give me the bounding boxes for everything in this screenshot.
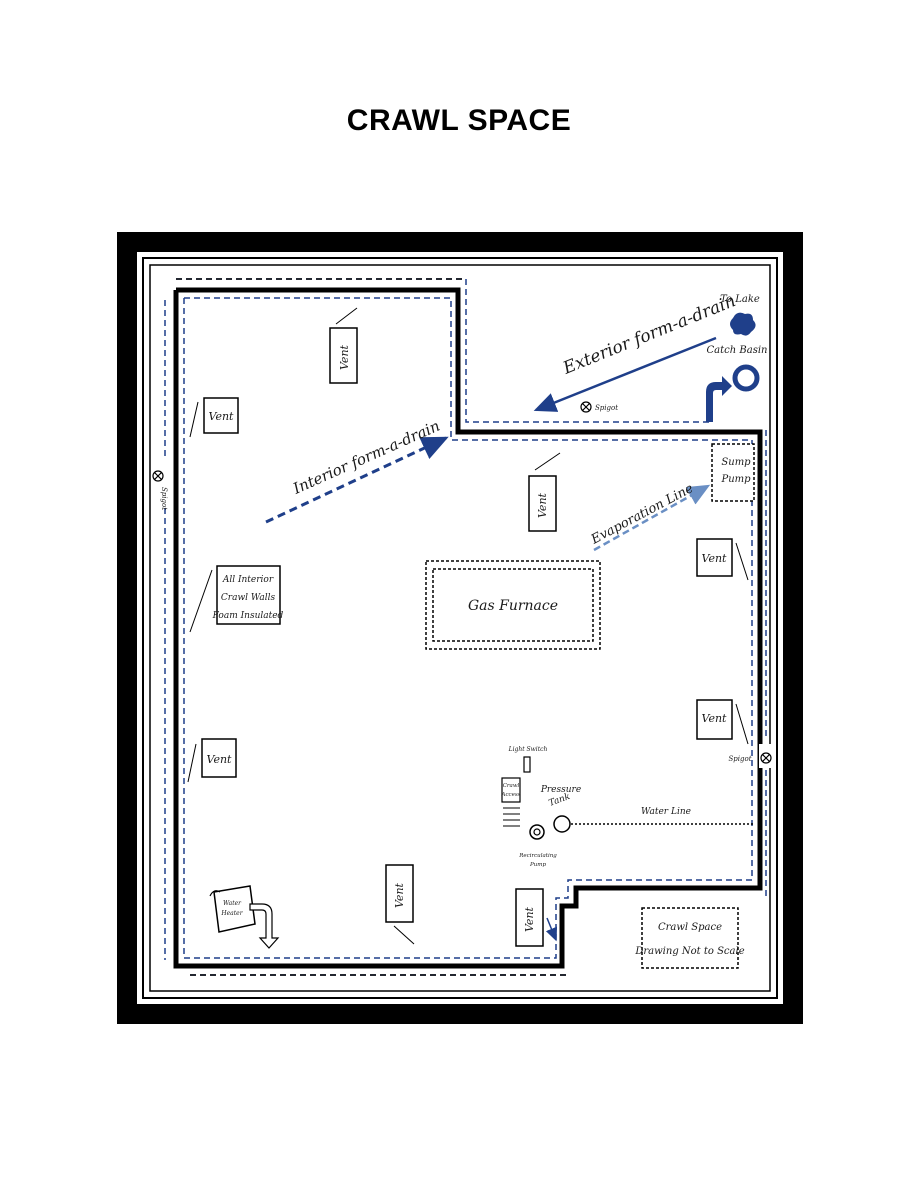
discharge-pipe-icon — [706, 376, 732, 422]
catch-basin-icon — [732, 364, 760, 392]
insulation-note-line: All Interior — [222, 575, 274, 585]
lake-icon — [730, 312, 756, 336]
vent-label: Vent — [536, 492, 549, 518]
spigot-label: Spigot — [728, 755, 751, 763]
spigot-icon — [580, 401, 592, 413]
crawl-access: Crawl Access — [500, 777, 521, 827]
water-line: Water Line — [571, 807, 753, 825]
exterior-perimeter-black-dashes — [176, 278, 568, 976]
vent-right-lower: Vent — [696, 699, 749, 745]
recirculating-pump-icon — [529, 824, 545, 840]
spigot-left: Spigot — [152, 463, 172, 510]
vent-label: Vent — [702, 552, 728, 565]
spigot-label: Spigot — [160, 487, 168, 510]
vent-left-upper: Vent — [189, 397, 239, 438]
vent-label: Vent — [338, 344, 351, 370]
vent-label: Vent — [393, 882, 406, 908]
vent-left-lower: Vent — [187, 738, 237, 783]
interior-drain-arrow — [265, 436, 449, 524]
recirculating-pump-label: Pump — [529, 862, 546, 868]
catch-basin-label: Catch Basin — [707, 345, 768, 356]
vent-bottom-right: Vent — [515, 888, 558, 947]
vent-top: Vent — [329, 307, 358, 384]
water-heater-label: Heater — [220, 910, 243, 917]
page-title: CRAWL SPACE — [346, 104, 572, 137]
foundation-wall — [173, 287, 763, 969]
pressure-tank-label: Pressure — [540, 785, 581, 795]
bent-arrow-icon — [249, 903, 280, 949]
scale-note-line: Crawl Space — [658, 922, 722, 933]
sump-pump-label: Sump — [721, 457, 751, 468]
light-switch-icon — [523, 756, 531, 773]
light-switch-label: Light Switch — [508, 746, 548, 753]
light-switch: Light Switch — [508, 746, 548, 773]
vent-label: Vent — [523, 906, 536, 932]
vent-label: Vent — [207, 753, 233, 766]
crawl-access-label: Crawl — [503, 783, 520, 789]
vent-label: Vent — [209, 410, 235, 423]
recirculating-pump: Recirculating Pump — [518, 824, 557, 868]
sump-pump: Sump Pump — [711, 443, 755, 502]
scale-note: Crawl Space Drawing Not to Scale — [634, 907, 745, 969]
gas-furnace: Gas Furnace — [425, 560, 601, 650]
recirculating-pump-label: Recirculating — [518, 853, 557, 859]
insulation-note: All Interior Crawl Walls Foam Insulated — [189, 565, 284, 633]
catch-basin: To Lake Catch Basin — [706, 294, 767, 422]
vent-right-upper: Vent — [696, 538, 749, 581]
vent-label: Vent — [702, 712, 728, 725]
vent-bottom: Vent — [385, 864, 415, 945]
spigot-top: Spigot — [580, 401, 618, 413]
vent-center: Vent — [528, 452, 561, 532]
pressure-tank-icon — [553, 815, 571, 833]
crawl-access-label: Access — [500, 792, 520, 798]
to-lake-label: To Lake — [720, 294, 760, 305]
spigot-label: Spigot — [595, 404, 618, 412]
insulation-note-line: Crawl Walls — [221, 593, 276, 603]
insulation-note-line: Foam Insulated — [212, 611, 284, 621]
sump-pump-label: Pump — [720, 474, 751, 485]
water-line-label: Water Line — [641, 807, 691, 817]
gas-furnace-label: Gas Furnace — [468, 598, 558, 614]
water-heater: Water Heater — [209, 885, 280, 949]
scale-note-line: Drawing Not to Scale — [634, 946, 744, 957]
interior-drain-dashes — [183, 297, 753, 959]
water-heater-label: Water — [223, 900, 242, 907]
spigot-right: Spigot — [728, 744, 773, 768]
exterior-drain-arrow — [533, 336, 717, 412]
